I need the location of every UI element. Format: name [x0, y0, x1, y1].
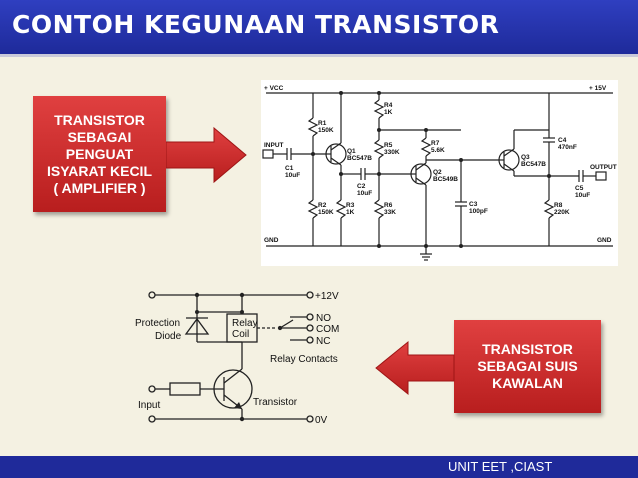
v0-label: 0V [315, 415, 328, 426]
q2-value: BC549B [433, 176, 458, 183]
com-label: COM [316, 324, 339, 335]
r4-label: R4 [384, 102, 393, 109]
diode-label: Diode [155, 331, 182, 342]
c3-label: C3 [469, 201, 478, 208]
input-label: INPUT [264, 142, 284, 149]
no-label: NO [316, 313, 331, 324]
gnd-left-label: GND [264, 237, 279, 244]
c4-label: C4 [558, 137, 567, 144]
left-arrow-icon [375, 340, 455, 396]
relay-label: Relay [232, 318, 258, 329]
q3-value: BC547B [521, 161, 546, 168]
contacts-label: Relay Contacts [270, 354, 338, 365]
right-arrow-icon [166, 126, 247, 184]
q2-label: Q2 [433, 169, 442, 176]
r7-label: R7 [431, 140, 440, 147]
r3-value: 1K [346, 209, 355, 216]
switch-label-text: TRANSISTOR SEBAGAI SUIS KAWALAN [477, 341, 578, 391]
nc-label: NC [316, 336, 330, 347]
amplifier-label-box: TRANSISTOR SEBAGAI PENGUAT ISYARAT KECIL… [33, 96, 166, 212]
c2-value: 10uF [357, 190, 372, 197]
relay-switch-schematic: +12V NO COM NC Protection Diode Relay Co… [135, 291, 339, 426]
amplifier-label-text: TRANSISTOR SEBAGAI PENGUAT ISYARAT KECIL… [46, 111, 152, 196]
r2-value: 150K [318, 209, 334, 216]
c5-label: C5 [575, 185, 584, 192]
amplifier-schematic: + VCC + 15V GND GND INPUT OUTPUT R1 150K… [262, 85, 617, 261]
r1-value: 150K [318, 127, 334, 134]
v15-label: + 15V [589, 85, 607, 92]
transistor-label: Transistor [253, 397, 298, 408]
protection-label: Protection [135, 318, 180, 329]
footer-bar: UNIT EET ,CIAST [0, 456, 638, 478]
amplifier-circuit-panel: + VCC + 15V GND GND INPUT OUTPUT R1 150K… [261, 80, 618, 266]
r2-label: R2 [318, 202, 327, 209]
vcc-label: + VCC [264, 85, 284, 92]
c3-value: 100pF [469, 208, 488, 215]
r4-value: 1K [384, 109, 393, 116]
input-label-relay: Input [138, 400, 160, 411]
c5-value: 10uF [575, 192, 590, 199]
c1-value: 10uF [285, 172, 300, 179]
slide-title: CONTOH KEGUNAAN TRANSISTOR [12, 10, 500, 39]
r8-value: 220K [554, 209, 570, 216]
title-bar: CONTOH KEGUNAAN TRANSISTOR [0, 0, 638, 57]
r5-value: 330K [384, 149, 400, 156]
gnd-right-label: GND [597, 237, 612, 244]
q3-label: Q3 [521, 154, 530, 161]
v12-label: +12V [315, 291, 339, 302]
r8-label: R8 [554, 202, 563, 209]
switch-label-box: TRANSISTOR SEBAGAI SUIS KAWALAN [454, 320, 601, 413]
c4-value: 470nF [558, 144, 577, 151]
r7-value: 5.6K [431, 147, 445, 154]
r5-label: R5 [384, 142, 393, 149]
emitter-arrow-icon [234, 402, 242, 409]
q1-value: BC547B [347, 155, 372, 162]
c1-label: C1 [285, 165, 294, 172]
footer-text: UNIT EET ,CIAST [448, 459, 553, 474]
r3-label: R3 [346, 202, 355, 209]
coil-label: Coil [232, 329, 249, 340]
c2-label: C2 [357, 183, 366, 190]
r1-label: R1 [318, 120, 327, 127]
output-label: OUTPUT [590, 164, 617, 171]
q1-label: Q1 [347, 148, 356, 155]
r6-label: R6 [384, 202, 393, 209]
r6-value: 33K [384, 209, 396, 216]
